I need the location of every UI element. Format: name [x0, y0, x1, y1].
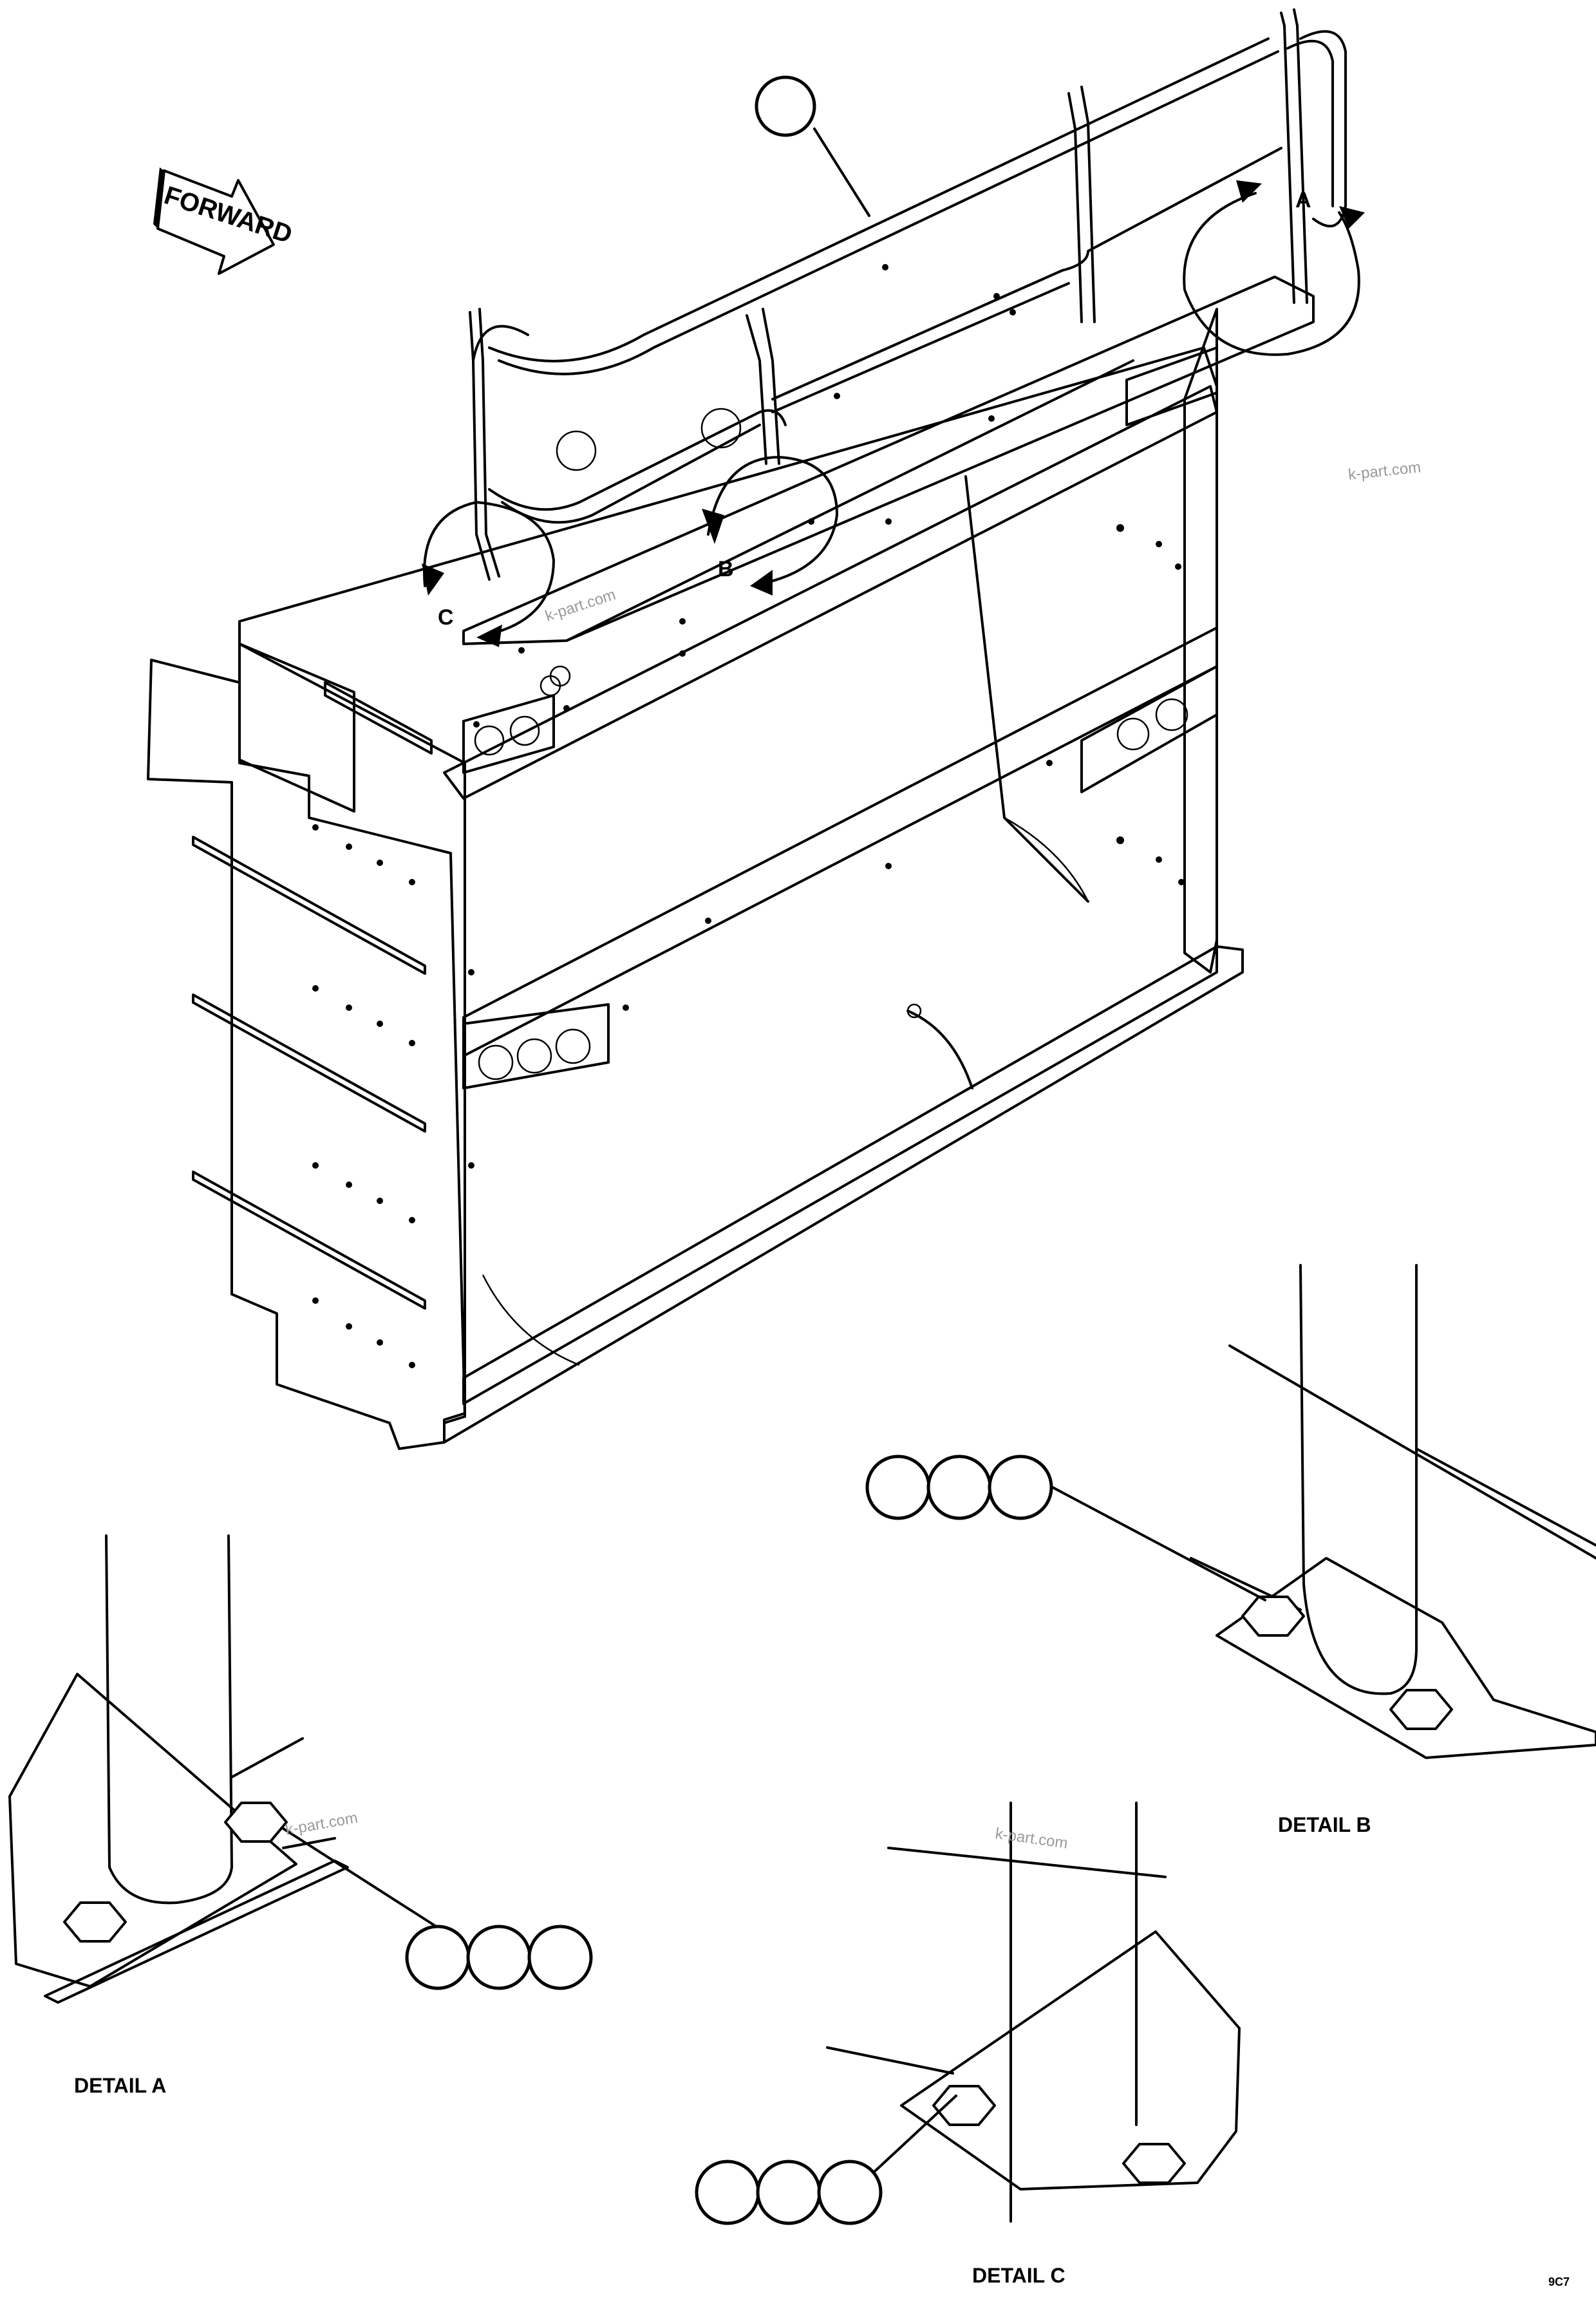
page-code: 9C7 — [1548, 2275, 1570, 2288]
side-panel-holes — [312, 824, 415, 1368]
callout-bubble — [817, 2160, 883, 2225]
detail-marker-a: A — [1183, 180, 1365, 356]
hex-bolt-icon — [1241, 1596, 1453, 1730]
callout-main — [755, 75, 870, 217]
callout-bubble — [988, 1455, 1053, 1520]
callout-bubble — [405, 1925, 471, 1990]
callout-bubble — [466, 1925, 532, 1990]
forward-arrow: FORWARD — [153, 167, 296, 275]
hex-bolt-icon — [63, 1802, 288, 1943]
detail-b-view: DETAIL B — [865, 1264, 1596, 1836]
callout-bubble — [756, 2160, 821, 2225]
hex-bolt-icon — [932, 2085, 1186, 2184]
hardware-dots — [468, 264, 1185, 1169]
detail-marker-c: C — [422, 501, 555, 647]
detail-a-title: DETAIL A — [74, 2074, 166, 2097]
callout-bubble — [755, 75, 816, 137]
battery-box-assembly — [147, 8, 1347, 1450]
watermark: k-part.com — [1347, 458, 1422, 484]
detail-a-view: DETAIL A — [8, 1534, 593, 2097]
detail-marker-a-label: A — [1295, 188, 1311, 212]
handrail — [469, 8, 1347, 697]
detail-c-title: DETAIL C — [972, 2264, 1066, 2287]
detail-marker-c-label: C — [438, 605, 454, 630]
watermark: k-part.com — [994, 1825, 1069, 1852]
detail-marker-b: B — [702, 456, 838, 596]
callout-bubble — [926, 1455, 992, 1520]
battery-clamps — [462, 346, 1218, 1089]
detail-c-view: DETAIL C — [695, 1802, 1241, 2287]
callout-bubble — [527, 1925, 593, 1990]
detail-b-title: DETAIL B — [1278, 1813, 1371, 1836]
callout-bubble — [695, 2160, 760, 2225]
detail-marker-b-label: B — [718, 557, 734, 581]
watermark: k-part.com — [284, 1809, 359, 1839]
callout-bubble — [865, 1455, 931, 1520]
